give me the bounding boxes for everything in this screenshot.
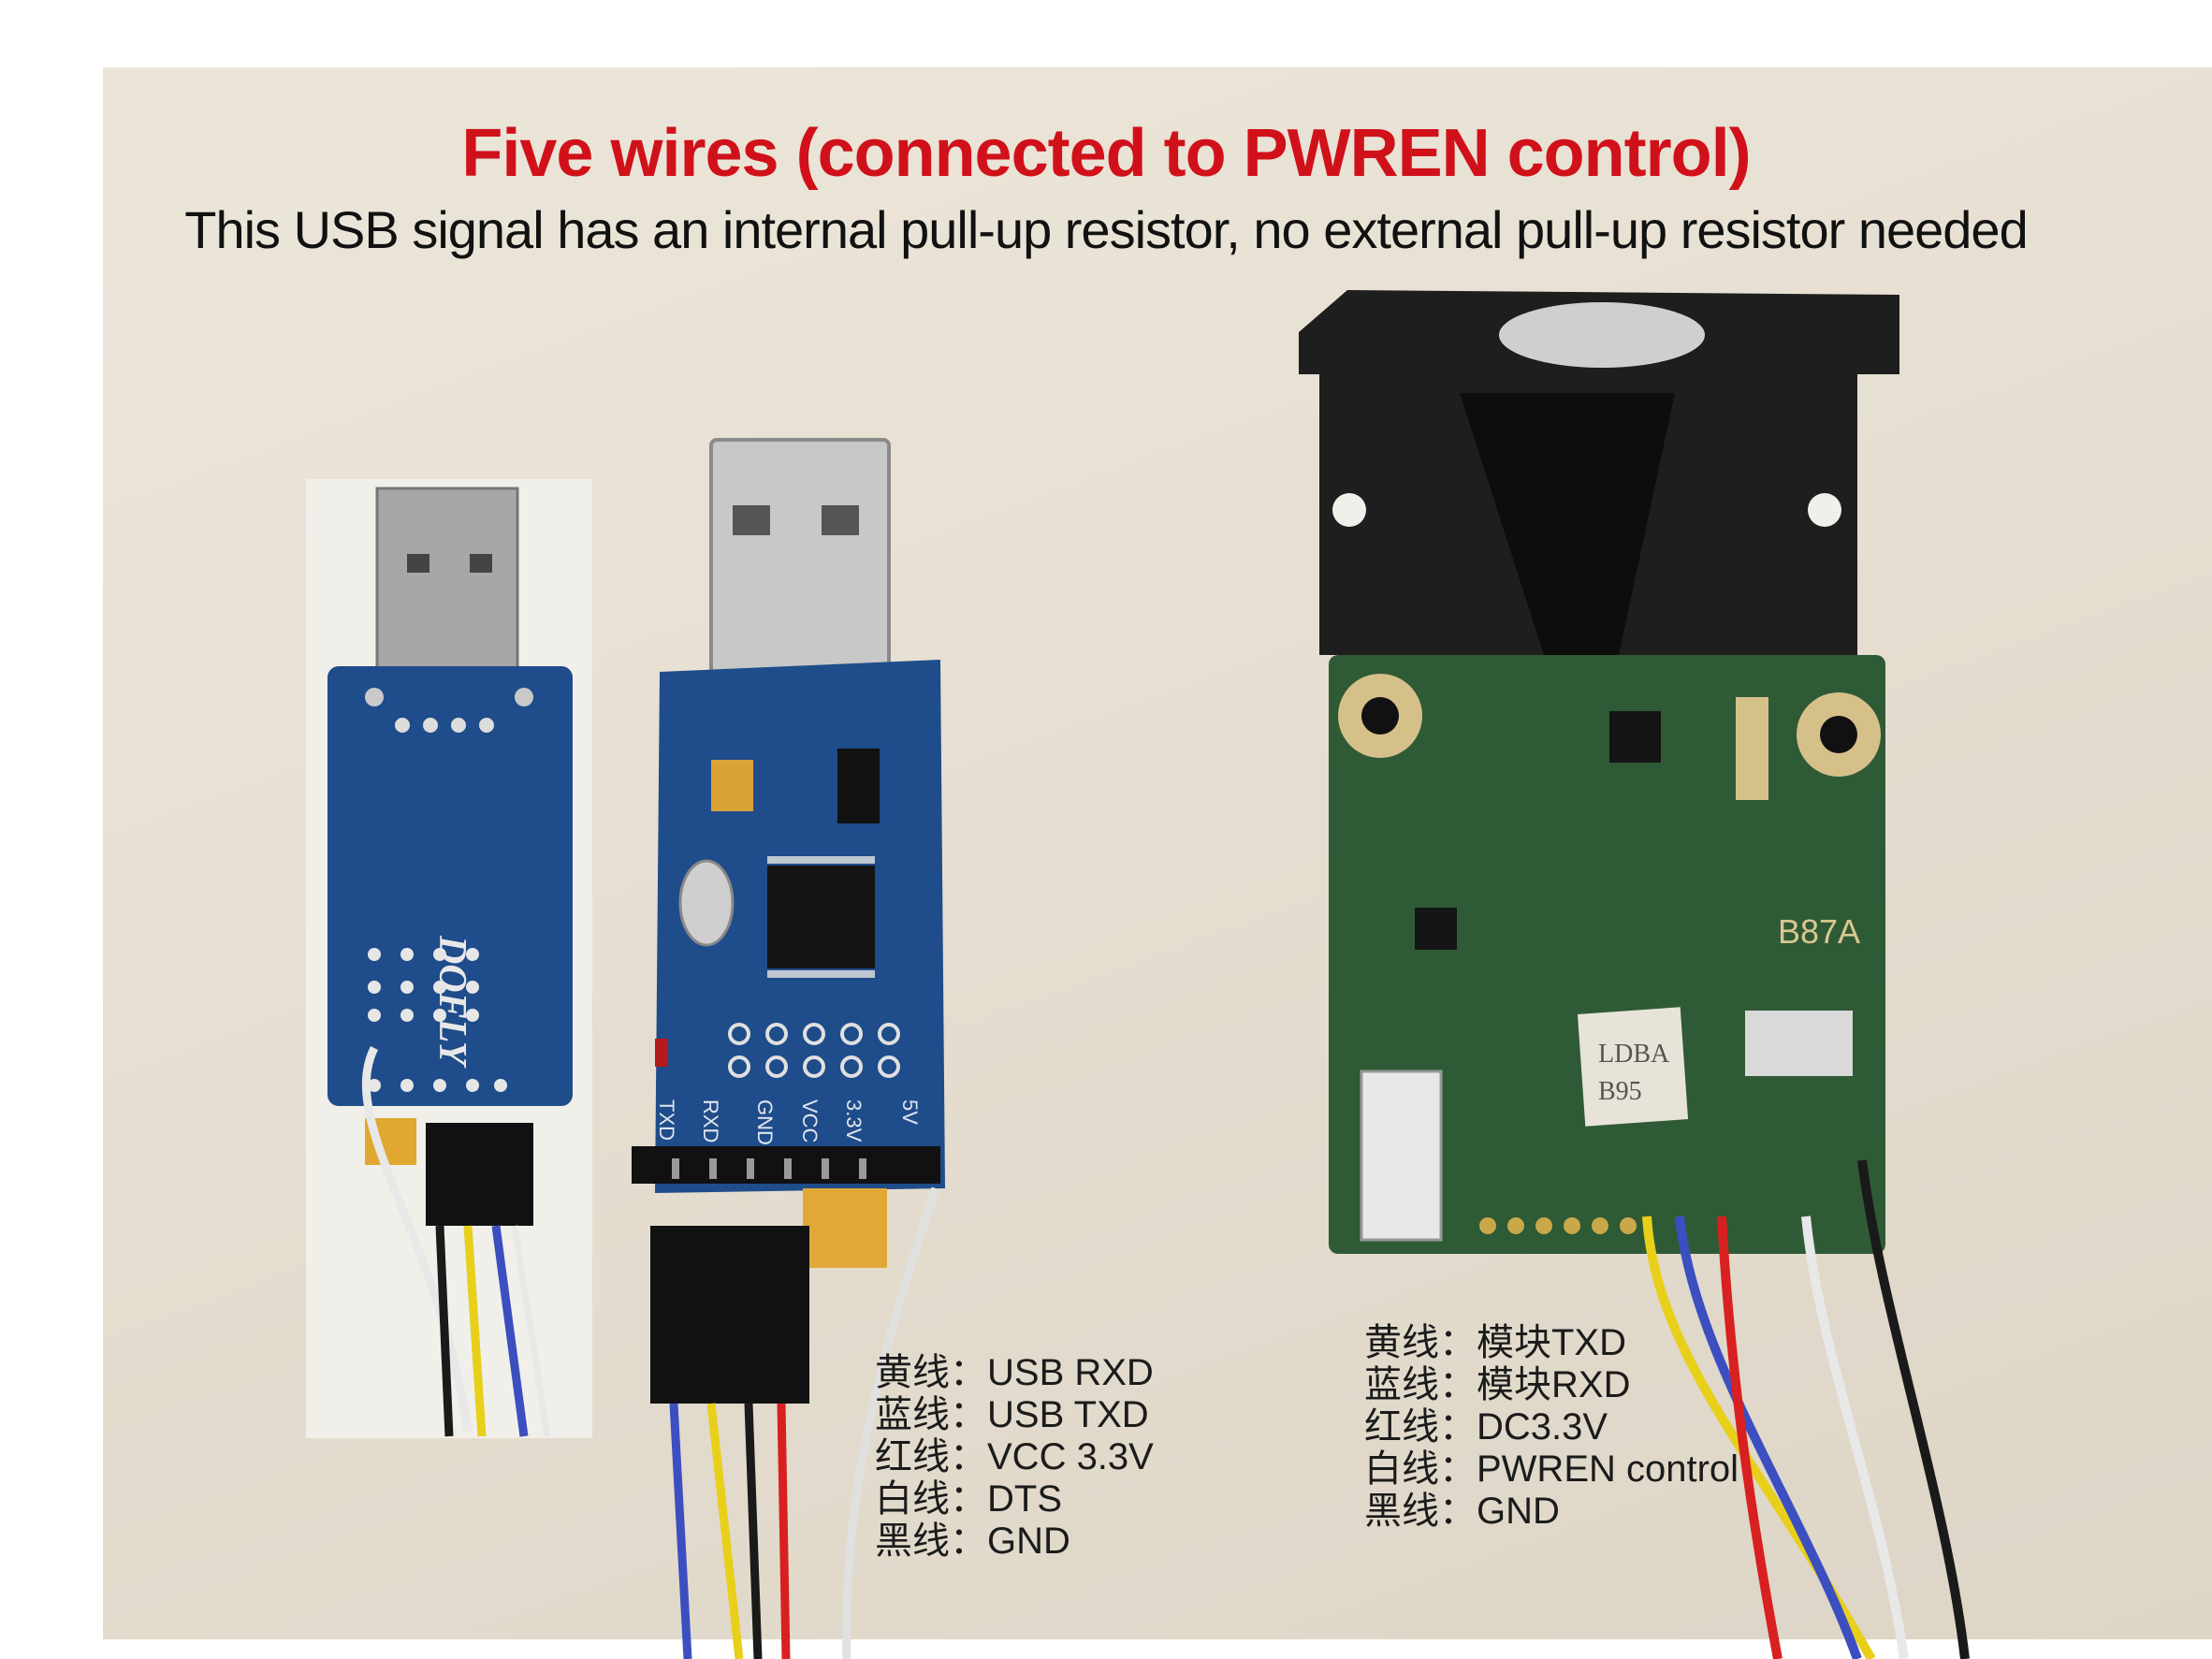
pin-label-3v3: 3.3V	[842, 1099, 866, 1142]
module-legend-black: 黑线：GND	[1364, 1491, 1560, 1532]
module-wire-legend: 黄线：模块TXD 蓝线：模块RXD 红线：DC3.3V 白线：PWREN con…	[1364, 1322, 1739, 1533]
usb-legend-blue: 蓝线：USB TXD	[875, 1394, 1149, 1435]
sensor-code-text: B87A	[1778, 912, 1860, 951]
module-legend-blue: 蓝线：模块RXD	[1364, 1364, 1631, 1405]
usb-legend-yellow: 黄线：USB RXD	[875, 1352, 1154, 1393]
usb-legend-white: 白线：DTS	[875, 1478, 1062, 1520]
page-title: Five wires (connected to PWREN control)	[461, 116, 1751, 191]
page-subtitle: This USB signal has an internal pull-up …	[184, 200, 2028, 259]
pin-label-gnd: GND	[753, 1099, 777, 1145]
pin-label-rxd: RXD	[699, 1099, 722, 1142]
sticker-line-2: B95	[1598, 1077, 1642, 1106]
pin-label-vcc: VCC	[798, 1099, 822, 1143]
center-usb-adapter: TXD RXD GND VCC 3.3V 5V	[632, 438, 945, 1659]
module-legend-white: 白线：PWREN control	[1364, 1448, 1739, 1490]
pin-label-5v: 5V	[898, 1099, 922, 1125]
left-usb-module: DOFLY	[306, 479, 592, 1438]
pin-label-txd: TXD	[655, 1099, 678, 1141]
sticker-line-1: LDBA	[1598, 1040, 1670, 1069]
module-legend-red: 红线：DC3.3V	[1364, 1406, 1608, 1448]
usb-legend-black: 黑线：GND	[875, 1521, 1070, 1562]
module-legend-yellow: 黄线：模块TXD	[1364, 1322, 1626, 1363]
usb-wire-legend: 黄线：USB RXD 蓝线：USB TXD 红线：VCC 3.3V 白线：DTS…	[875, 1352, 1154, 1563]
usb-legend-red: 红线：VCC 3.3V	[875, 1436, 1154, 1477]
laser-sensor-module: B87A LDBA B95	[1299, 290, 1970, 1659]
